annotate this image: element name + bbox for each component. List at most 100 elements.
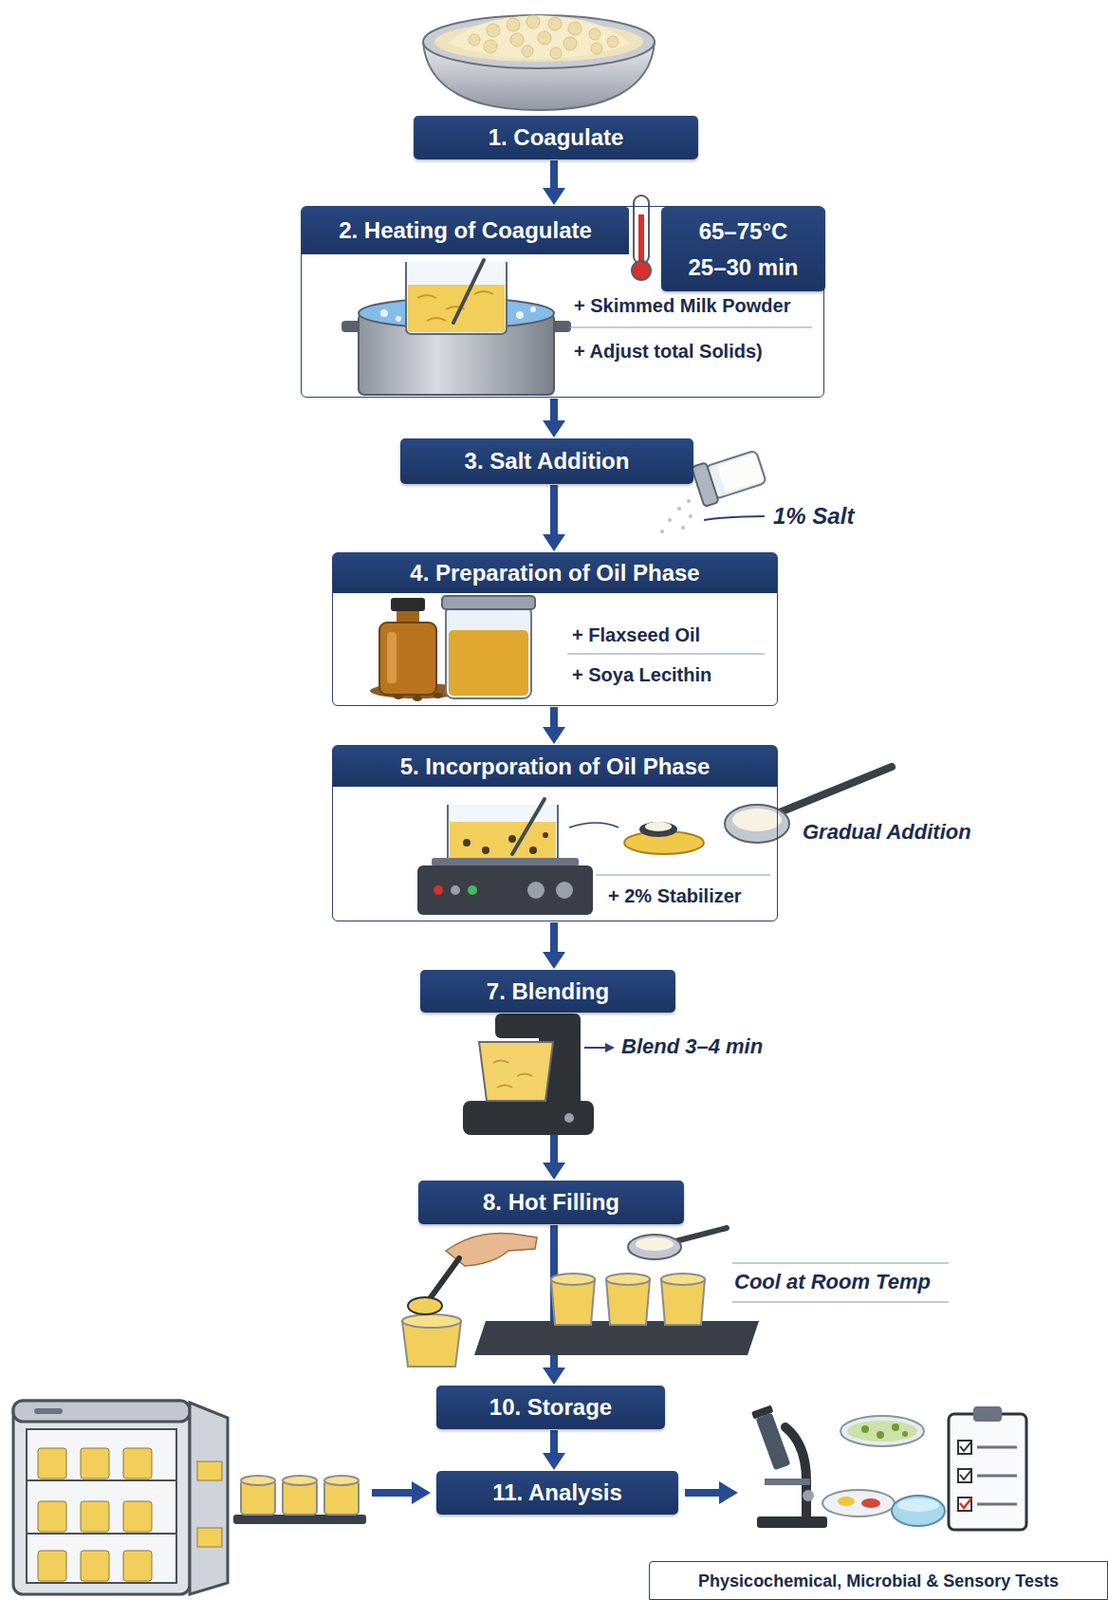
refrigerator bbox=[13, 1400, 190, 1422]
text-holder: 7. Blending bbox=[420, 969, 676, 1013]
filling-cups bbox=[407, 1296, 443, 1314]
coagulate-bowl bbox=[550, 47, 562, 59]
clipboard-icon bbox=[948, 1405, 1027, 1530]
step-title: 5. Incorporation of Oil Phase bbox=[400, 753, 711, 780]
oil-bottles bbox=[369, 595, 536, 702]
stored-jars bbox=[324, 1475, 359, 1485]
annotation-label: 1% Salt bbox=[773, 502, 854, 531]
hotplate-beaker bbox=[508, 834, 517, 843]
stored-jars bbox=[233, 1514, 367, 1524]
petri-dishes bbox=[902, 1430, 908, 1437]
oil-bottles bbox=[393, 693, 404, 700]
hotplate-beaker bbox=[449, 821, 556, 859]
microscope-icon bbox=[764, 1477, 811, 1485]
ingredient-text: + Skimmed Milk Powder bbox=[573, 294, 791, 317]
hotplate-beaker bbox=[417, 798, 593, 915]
powder-spoon bbox=[724, 804, 790, 843]
oil-bottles bbox=[379, 622, 437, 695]
powder-spoon bbox=[779, 766, 892, 813]
salt-shaker bbox=[691, 446, 768, 507]
ingredient-text: + Soya Lecithin bbox=[572, 663, 712, 686]
process-panel: 5. Incorporation of Oil Phase+ 2% Stabil… bbox=[332, 744, 778, 922]
parameter-text: 65–75°C bbox=[699, 218, 789, 245]
microscope-icon bbox=[785, 1426, 807, 1516]
filling-cups bbox=[551, 1278, 595, 1325]
refrigerator bbox=[13, 1400, 228, 1594]
hotplate-beaker bbox=[542, 831, 549, 838]
coagulate-bowl bbox=[537, 31, 552, 45]
clipboard-icon bbox=[960, 1469, 972, 1479]
filling-cups bbox=[402, 1227, 949, 1367]
clipboard-icon bbox=[977, 1474, 1017, 1478]
hotplate-beaker bbox=[555, 881, 573, 899]
coagulate-bowl bbox=[521, 45, 534, 57]
blender bbox=[605, 1042, 615, 1053]
hotplate-beaker bbox=[450, 885, 461, 895]
header-band: 2. Heating of Coagulate bbox=[301, 206, 629, 255]
double-boiler bbox=[407, 284, 505, 333]
filling-cups bbox=[661, 1278, 705, 1325]
process-box: 10. Storage bbox=[436, 1385, 665, 1429]
refrigerator bbox=[13, 1400, 190, 1594]
blender bbox=[479, 1041, 554, 1101]
flow-arrow bbox=[550, 706, 558, 727]
salt-shaker bbox=[688, 514, 693, 518]
oil-bottles bbox=[442, 595, 536, 610]
step-title: 10. Storage bbox=[489, 1393, 612, 1421]
coagulate-bowl bbox=[526, 15, 540, 29]
clipboard-icon bbox=[960, 1440, 972, 1451]
oil-bottles bbox=[412, 695, 423, 702]
coagulate-bowl bbox=[568, 21, 582, 36]
coagulate-bowl bbox=[510, 33, 524, 47]
petri-dishes bbox=[861, 1497, 881, 1508]
step-title: 1. Coagulate bbox=[488, 124, 625, 151]
double-boiler bbox=[516, 311, 524, 319]
refrigerator bbox=[123, 1447, 152, 1478]
double-boiler bbox=[406, 261, 507, 334]
flow-arrow bbox=[550, 922, 558, 952]
refrigerator bbox=[37, 1550, 67, 1581]
refrigerator bbox=[26, 1478, 177, 1481]
coagulate-bowl bbox=[423, 15, 655, 69]
blender bbox=[564, 1112, 574, 1123]
side-arrow bbox=[684, 1488, 721, 1496]
salt-shaker bbox=[703, 516, 765, 520]
header-band: 4. Preparation of Oil Phase bbox=[332, 553, 777, 593]
salt-shaker bbox=[677, 506, 682, 511]
clipboard-icon bbox=[958, 1496, 972, 1511]
microscope-icon bbox=[757, 1515, 828, 1528]
coagulate-bowl bbox=[447, 15, 630, 59]
salt-shaker bbox=[681, 525, 685, 530]
clipboard-icon bbox=[958, 1440, 972, 1454]
oil-bottles bbox=[433, 692, 444, 699]
refrigerator bbox=[26, 1428, 177, 1583]
hotplate-beaker bbox=[447, 804, 558, 860]
flow-arrow bbox=[550, 160, 558, 188]
petri-dishes bbox=[897, 1497, 940, 1512]
filling-cups bbox=[402, 1313, 462, 1328]
microscope-icon bbox=[751, 1403, 828, 1528]
stabilizer-dish bbox=[639, 821, 678, 837]
filling-cups bbox=[551, 1273, 595, 1285]
refrigerator bbox=[26, 1532, 177, 1534]
stabilizer-dish bbox=[645, 821, 672, 831]
ingredient-text: + Adjust total Solids) bbox=[573, 339, 763, 363]
annotation-label: Cool at Room Temp bbox=[734, 1269, 931, 1294]
result-box: Physicochemical, Microbial & Sensory Tes… bbox=[648, 1560, 1108, 1600]
blender bbox=[493, 1060, 533, 1089]
filling-cups bbox=[606, 1273, 650, 1285]
salt-shaker bbox=[686, 498, 691, 503]
clipboard-icon bbox=[948, 1413, 1027, 1530]
stabilizer-dish bbox=[569, 822, 619, 828]
petri-dishes bbox=[837, 1495, 855, 1506]
separator-line bbox=[569, 326, 813, 328]
petri-dishes bbox=[876, 1430, 885, 1439]
text-holder: + Skimmed Milk Powder bbox=[573, 294, 791, 317]
double-boiler bbox=[395, 315, 402, 322]
filling-cups bbox=[627, 1234, 682, 1259]
hotplate-beaker bbox=[512, 798, 545, 854]
refrigerator bbox=[80, 1500, 110, 1532]
ingredient-text: + Flaxseed Oil bbox=[572, 623, 701, 647]
step-title: 11. Analysis bbox=[492, 1478, 623, 1506]
